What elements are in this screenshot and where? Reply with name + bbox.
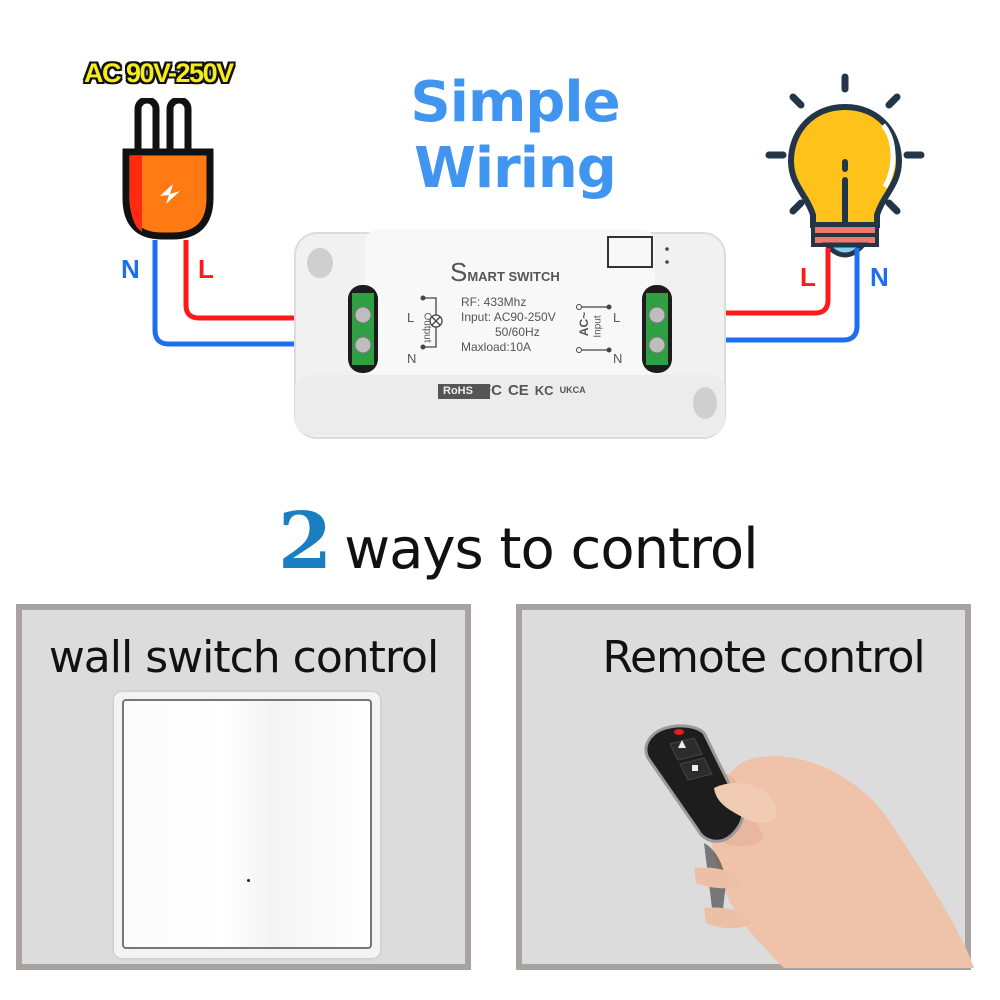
plug-live-label: L <box>198 254 214 284</box>
remote-control-panel: Remote control <box>516 604 974 970</box>
input-label: Input <box>592 315 604 338</box>
live-wire-right <box>652 248 831 316</box>
light-bulb-icon <box>765 73 925 258</box>
indicator-led-icon <box>247 879 250 882</box>
voltage-label: AC 90V-250V <box>84 58 234 88</box>
title-line-1: Simple <box>410 70 620 135</box>
kc-mark: KC <box>534 383 554 398</box>
wall-switch-panel-title: wall switch control <box>48 632 439 683</box>
page-title: Simple Wiring <box>380 70 650 202</box>
rohs-mark: RoHS <box>440 383 476 398</box>
remote-button-up <box>669 737 703 761</box>
device-specs: RF: 433Mhz Input: AC90-250V 50/60Hz Maxl… <box>461 295 556 354</box>
input-terminal-labels: L N <box>613 310 623 366</box>
bulb-live-label: L <box>800 262 816 292</box>
ce-mark: CE <box>507 382 529 399</box>
title-line-2: Wiring <box>414 136 617 201</box>
power-plug-icon <box>122 98 214 240</box>
fcc-mark: FC <box>481 382 502 399</box>
output-label: Output <box>421 312 433 343</box>
control-heading-text: ways to control <box>344 517 758 582</box>
plug-neutral-label: N <box>121 254 140 284</box>
smart-switch-device: SMART SWITCH RF: 433Mhz Input: AC90-250V… <box>290 225 730 445</box>
bulb-neutral-label: N <box>870 262 889 292</box>
live-wire-left <box>183 240 372 321</box>
wall-switch-panel: wall switch control <box>16 604 471 970</box>
output-terminal-labels: L N <box>407 310 417 366</box>
hand-holding-remote-image <box>644 724 974 968</box>
remote-led-icon <box>674 729 684 735</box>
device-brand: SMART SWITCH <box>450 257 560 287</box>
wall-switch-button[interactable] <box>122 699 372 949</box>
wiring-diagram <box>152 240 860 347</box>
remote-fob-icon <box>644 724 745 843</box>
ac-label: AC~ <box>577 311 592 337</box>
wall-switch-frame <box>114 692 380 958</box>
neutral-wire-right <box>652 248 860 343</box>
ukca-mark: UKCA <box>559 385 586 395</box>
remote-panel-title: Remote control <box>602 632 925 683</box>
certification-marks: RoHS FC CE KC UKCA <box>440 382 586 399</box>
control-count: 2 <box>278 496 333 587</box>
neutral-wire-left <box>152 240 372 347</box>
